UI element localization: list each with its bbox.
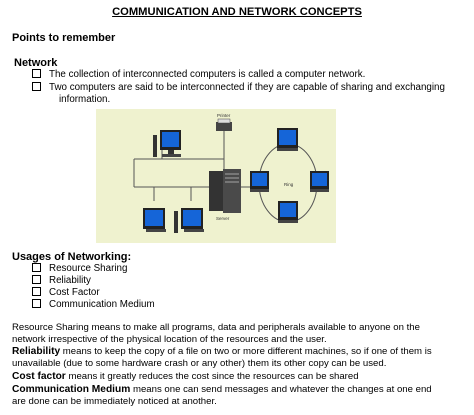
usage-item-1: Resource Sharing bbox=[32, 263, 127, 275]
reliability-line-1: Reliability means to keep the copy of a … bbox=[12, 346, 432, 358]
usage-item-3: Cost Factor bbox=[32, 287, 100, 299]
usage-item-4-text: Communication Medium bbox=[49, 299, 155, 310]
checkbox-icon bbox=[32, 82, 41, 91]
checkbox-icon bbox=[32, 69, 41, 78]
checkbox-icon bbox=[32, 287, 41, 296]
resource-sharing-line-2: network irrespective of the physical loc… bbox=[12, 334, 327, 345]
workstation-icon bbox=[174, 208, 204, 233]
workstation-icon bbox=[153, 130, 181, 157]
cost-term: Cost factor bbox=[12, 371, 66, 382]
network-item-2: Two computers are said to be interconnec… bbox=[32, 82, 445, 94]
checkbox-icon bbox=[32, 275, 41, 284]
printer-label: Printer bbox=[217, 113, 231, 118]
page-title: COMMUNICATION AND NETWORK CONCEPTS bbox=[112, 6, 362, 18]
network-item-1: The collection of interconnected compute… bbox=[32, 69, 365, 81]
usage-item-2-text: Reliability bbox=[49, 275, 91, 286]
usage-item-4: Communication Medium bbox=[32, 299, 155, 311]
network-diagram: Printer Server bbox=[96, 109, 336, 243]
usages-heading: Usages of Networking: bbox=[12, 251, 132, 263]
ring-workstation-left-icon bbox=[250, 171, 269, 192]
reliability-term: Reliability bbox=[12, 346, 61, 357]
network-item-2-cont: information. bbox=[59, 94, 111, 105]
server-icon bbox=[209, 169, 241, 213]
network-diagram-svg: Printer Server bbox=[133, 113, 329, 233]
cost-text: means it greatly reduces the cost since … bbox=[65, 371, 359, 382]
reliability-line-2: unavailable (due to some hardware crash … bbox=[12, 358, 387, 369]
communication-text: means one can send messages and whatever… bbox=[130, 384, 432, 395]
communication-term: Communication Medium bbox=[12, 384, 131, 395]
communication-line-2: are done can be immediately noticed at a… bbox=[12, 396, 217, 407]
server-label: Server bbox=[216, 216, 230, 221]
cost-factor-line: Cost factor means it greatly reduces the… bbox=[12, 371, 359, 383]
ring-workstation-right-icon bbox=[310, 171, 329, 192]
checkbox-icon bbox=[32, 299, 41, 308]
usage-item-3-text: Cost Factor bbox=[49, 287, 100, 298]
communication-line-1: Communication Medium means one can send … bbox=[12, 384, 432, 396]
usage-item-2: Reliability bbox=[32, 275, 91, 287]
ring-label: Ring bbox=[284, 182, 294, 187]
network-item-2-text: Two computers are said to be interconnec… bbox=[49, 82, 445, 93]
network-item-1-text: The collection of interconnected compute… bbox=[49, 69, 366, 80]
ring-workstation-top-icon bbox=[277, 128, 298, 151]
points-heading: Points to remember bbox=[12, 32, 116, 44]
printer-icon bbox=[216, 118, 232, 131]
usage-item-1-text: Resource Sharing bbox=[49, 263, 128, 274]
resource-sharing-line-1: Resource Sharing means to make all progr… bbox=[12, 322, 420, 333]
checkbox-icon bbox=[32, 263, 41, 272]
reliability-text: means to keep the copy of a file on two … bbox=[60, 346, 432, 357]
network-heading: Network bbox=[14, 57, 58, 69]
workstation-icon bbox=[143, 208, 166, 232]
ring-workstation-bottom-icon bbox=[278, 201, 298, 223]
